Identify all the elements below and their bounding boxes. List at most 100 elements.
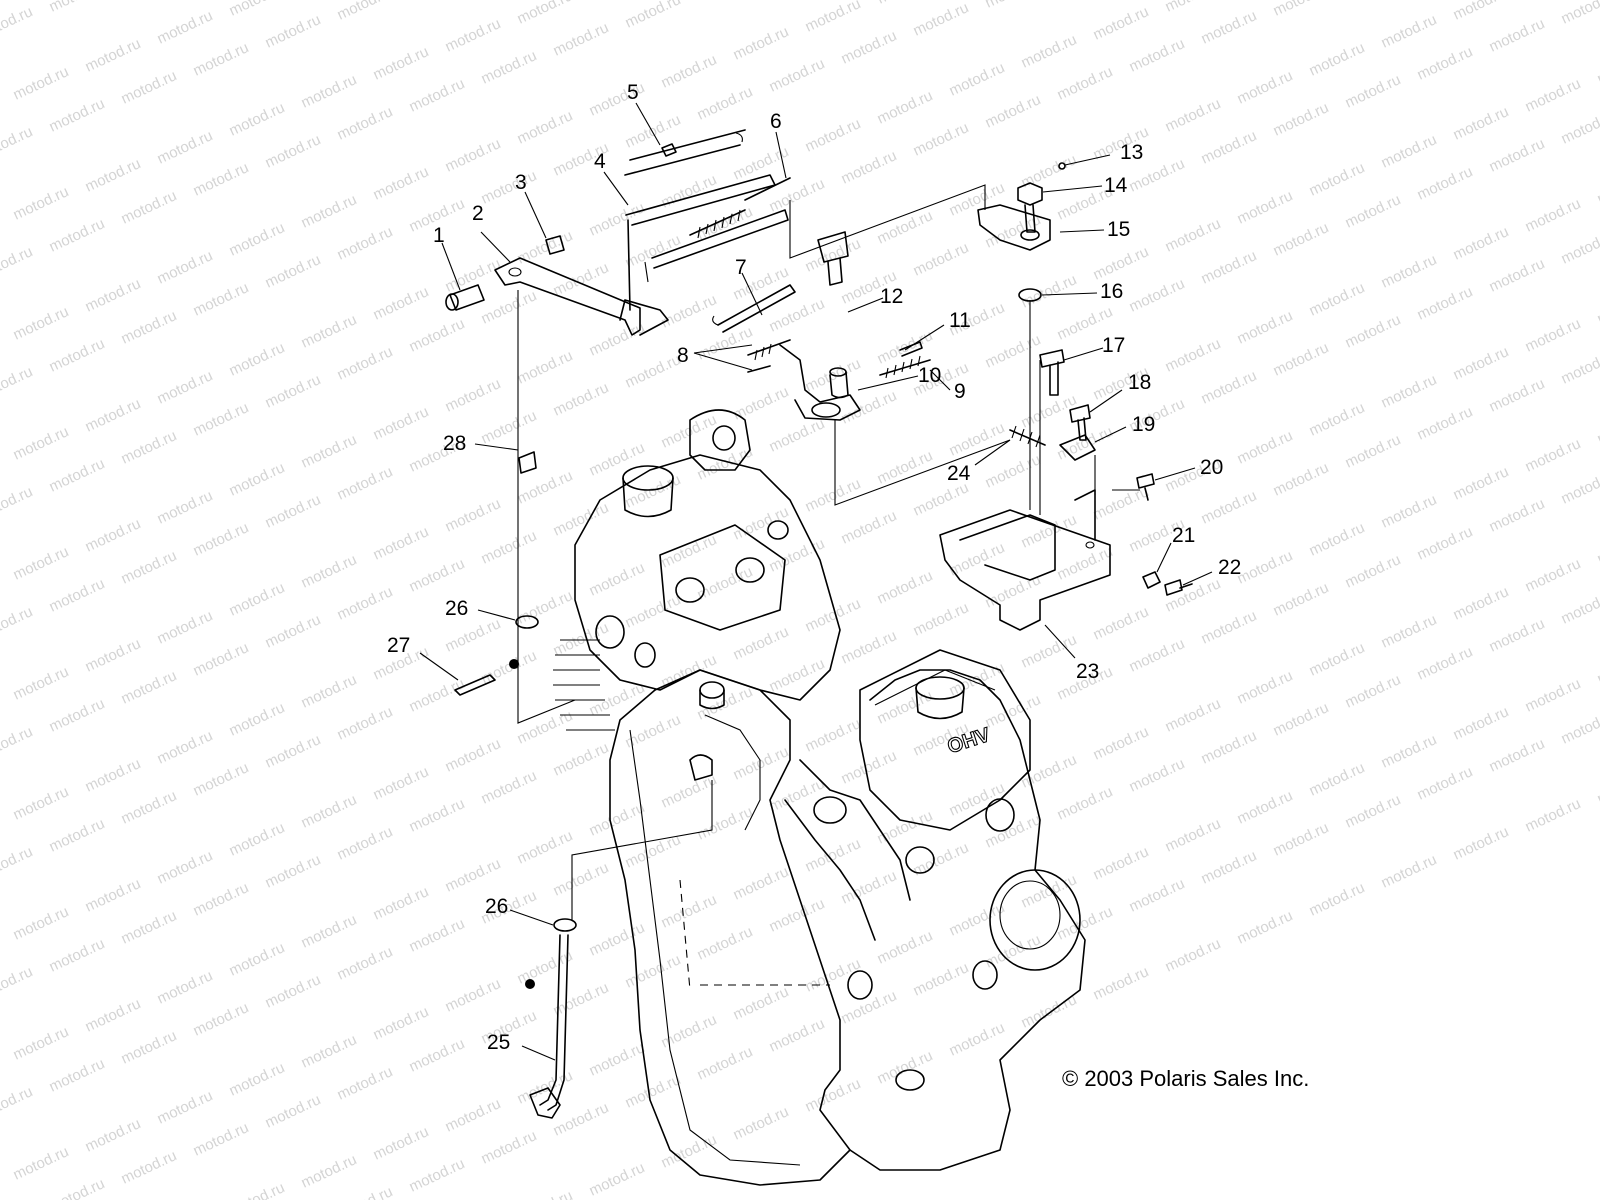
watermark-text: motod.ru [623, 111, 684, 151]
watermark-text: motod.ru [767, 415, 828, 455]
watermark-text: motod.ru [227, 0, 288, 20]
watermark-text: motod.ru [191, 279, 252, 319]
watermark-text: motod.ru [695, 323, 756, 363]
callout-numbers: 1 2 3 4 5 6 7 8 9 10 11 12 13 14 15 16 1… [387, 81, 1241, 1054]
watermark-text: motod.ru [191, 39, 252, 79]
watermark-text: motod.ru [335, 0, 396, 24]
watermark-text: motod.ru [1271, 339, 1332, 379]
watermark-text: motod.ru [1271, 459, 1332, 499]
watermark-text: motod.ru [443, 495, 504, 535]
watermark-text: motod.ru [1091, 723, 1152, 763]
watermark-text: motod.ru [623, 471, 684, 511]
watermark-text: motod.ru [1523, 75, 1584, 115]
watermark-text: motod.ru [83, 35, 144, 75]
watermark-text: motod.ru [1343, 551, 1404, 591]
watermark-text: motod.ru [515, 347, 576, 387]
watermark-text: motod.ru [1307, 279, 1368, 319]
callout-10: 10 [918, 364, 941, 387]
callout-21: 21 [1172, 524, 1195, 547]
watermark-text: motod.ru [515, 107, 576, 147]
watermark-text: motod.ru [0, 123, 35, 163]
watermark-text: motod.ru [47, 695, 108, 735]
watermark-text: motod.ru [1343, 791, 1404, 831]
watermark-text: motod.ru [0, 483, 35, 523]
watermark-text: motod.ru [0, 3, 35, 43]
watermark-text: motod.ru [47, 0, 108, 16]
watermark-text: motod.ru [1523, 675, 1584, 715]
watermark-text: motod.ru [875, 87, 936, 127]
watermark-text: motod.ru [587, 439, 648, 479]
watermark-text: motod.ru [1559, 467, 1600, 507]
watermark-text: motod.ru [1487, 15, 1548, 55]
watermark-text: motod.ru [659, 291, 720, 331]
watermark-text: motod.ru [551, 739, 612, 779]
dipstick-drawing [454, 451, 577, 1119]
watermark-text: motod.ru [587, 1159, 648, 1199]
watermark-text: motod.ru [335, 1183, 396, 1200]
watermark-text: motod.ru [1559, 587, 1600, 627]
watermark-text: motod.ru [983, 451, 1044, 491]
watermark-text: motod.ru [443, 1095, 504, 1135]
watermark-text: motod.ru [335, 583, 396, 623]
watermark-text: motod.ru [1343, 191, 1404, 231]
watermark-text: motod.ru [911, 479, 972, 519]
watermark-text: motod.ru [1235, 907, 1296, 947]
watermark-text: motod.ru [479, 407, 540, 447]
watermark-text: motod.ru [1415, 523, 1476, 563]
watermark-text: motod.ru [11, 1143, 72, 1183]
callout-15: 15 [1107, 218, 1130, 241]
watermark-text: motod.ru [1091, 243, 1152, 283]
watermark-text: motod.ru [83, 515, 144, 555]
watermark-text: motod.ru [155, 367, 216, 407]
watermark-text: motod.ru [911, 119, 972, 159]
watermark-text: motod.ru [1019, 631, 1080, 671]
watermark-text: motod.ru [587, 919, 648, 959]
watermark-text: motod.ru [839, 867, 900, 907]
watermark-text: motod.ru [479, 287, 540, 327]
watermark-text: motod.ru [1343, 311, 1404, 351]
watermark-text: motod.ru [119, 1027, 180, 1067]
watermark-text: motod.ru [155, 1087, 216, 1127]
watermark-text: motod.ru [83, 755, 144, 795]
watermark-text: motod.ru [1199, 487, 1260, 527]
callout-22: 22 [1218, 556, 1241, 579]
watermark-text: motod.ru [1199, 127, 1260, 167]
watermark-text: motod.ru [443, 975, 504, 1015]
watermark-text: motod.ru [1523, 795, 1584, 835]
watermark-text: motod.ru [1019, 271, 1080, 311]
watermark-text: motod.ru [947, 59, 1008, 99]
watermark-text: motod.ru [587, 1039, 648, 1079]
watermark-text: motod.ru [47, 215, 108, 255]
watermark-text: motod.ru [659, 51, 720, 91]
cylinder-head-drawing [553, 409, 841, 781]
watermark-text: motod.ru [47, 95, 108, 135]
watermark-text: motod.ru [1595, 47, 1600, 87]
watermark-text: motod.ru [155, 247, 216, 287]
watermark-text: motod.ru [731, 743, 792, 783]
watermark-text: motod.ru [1163, 335, 1224, 375]
watermark-text: motod.ru [515, 707, 576, 747]
callout-11: 11 [949, 309, 971, 332]
watermark-text: motod.ru [1091, 3, 1152, 43]
watermark-text: motod.ru [299, 311, 360, 351]
watermark-text: motod.ru [1271, 819, 1332, 859]
watermark-text: motod.ru [1235, 787, 1296, 827]
watermark-text: motod.ru [0, 963, 35, 1003]
watermark-text: motod.ru [1415, 403, 1476, 443]
watermark-text: motod.ru [371, 1123, 432, 1163]
watermark-text: motod.ru [1235, 427, 1296, 467]
watermark-text: motod.ru [335, 103, 396, 143]
watermark-text: motod.ru [0, 603, 35, 643]
watermark-text: motod.ru [875, 687, 936, 727]
watermark-text: motod.ru [299, 791, 360, 831]
watermark-text: motod.ru [299, 911, 360, 951]
watermark-text: motod.ru [335, 1063, 396, 1103]
watermark-text: motod.ru [695, 803, 756, 843]
watermark-text: motod.ru [371, 883, 432, 923]
watermark-text: motod.ru [659, 771, 720, 811]
watermark-text: motod.ru [1415, 43, 1476, 83]
throttle-bracket-drawing [445, 129, 791, 336]
callout-19: 19 [1132, 413, 1155, 436]
watermark-text: motod.ru [1271, 0, 1332, 20]
